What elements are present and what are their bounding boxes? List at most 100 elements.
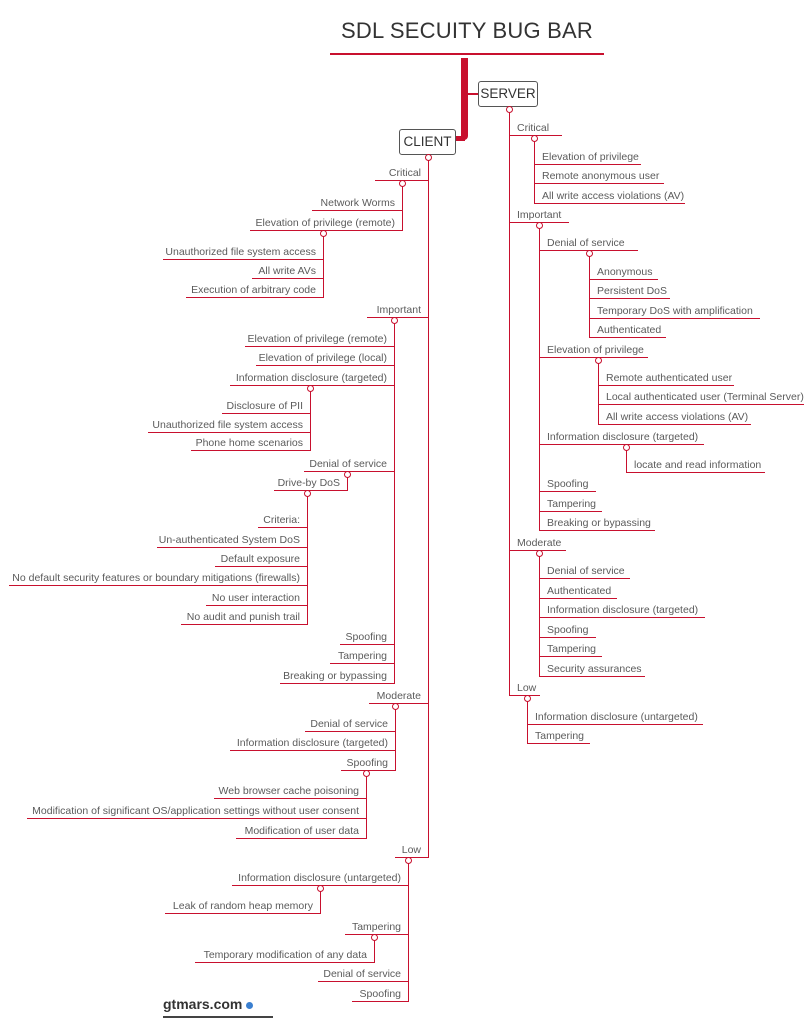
node-web-browser-cache-poisoning[interactable]: Web browser cache poisoning [214,783,366,799]
node-critical[interactable]: Critical [509,120,562,136]
node-low[interactable]: Low [509,680,540,696]
node-tampering[interactable]: Tampering [330,648,394,664]
collapse-toggle-icon[interactable] [390,317,398,324]
node-no-default-security-features-or-boundary-mitigations-firewalls[interactable]: No default security features or boundary… [9,570,307,586]
node-low[interactable]: Low [395,842,428,858]
node-security-assurances[interactable]: Security assurances [539,661,645,677]
collapse-toggle-icon[interactable] [303,490,311,497]
footer-text: gtmars.com [163,996,243,1012]
node-spoofing[interactable]: Spoofing [340,629,394,645]
node-tampering[interactable]: Tampering [539,496,602,512]
node-elevation-of-privilege-remote[interactable]: Elevation of privilege (remote) [250,215,402,231]
node-denial-of-service[interactable]: Denial of service [318,966,408,982]
node-important[interactable]: Important [509,207,569,223]
collapse-toggle-icon[interactable] [622,444,630,451]
node-phone-home-scenarios[interactable]: Phone home scenarios [191,435,310,451]
footer-brand[interactable]: gtmars.com [163,996,254,1012]
client-node[interactable]: CLIENT [399,129,456,155]
collapse-toggle-icon[interactable] [523,695,531,702]
server-node[interactable]: SERVER [478,81,538,107]
client-collapse-toggle-icon[interactable] [424,154,432,161]
node-remote-authenticated-user[interactable]: Remote authenticated user [598,370,734,386]
branch-connector [365,773,367,839]
node-unauthorized-file-system-access[interactable]: Unauthorized file system access [148,417,310,433]
collapse-toggle-icon[interactable] [530,135,538,142]
node-local-authenticated-user-terminal-server[interactable]: Local authenticated user (Terminal Serve… [598,389,804,405]
collapse-toggle-icon[interactable] [319,230,327,237]
branch-connector [306,493,308,625]
node-drive-by-dos[interactable]: Drive-by DoS [274,475,347,491]
node-temporary-modification-of-any-data[interactable]: Temporary modification of any data [195,947,374,963]
node-network-worms[interactable]: Network Worms [312,195,402,211]
node-temporary-dos-with-amplification[interactable]: Temporary DoS with amplification [589,303,760,319]
node-leak-of-random-heap-memory[interactable]: Leak of random heap memory [165,898,320,914]
node-important[interactable]: Important [367,302,428,318]
collapse-toggle-icon[interactable] [594,357,602,364]
node-breaking-or-bypassing[interactable]: Breaking or bypassing [280,668,394,684]
node-denial-of-service[interactable]: Denial of service [539,563,630,579]
node-all-write-avs[interactable]: All write AVs [252,263,323,279]
node-criteria[interactable]: Criteria: [258,512,307,528]
branch-connector [625,447,627,473]
branch-connector [401,183,403,231]
branch-connector [538,225,540,531]
collapse-toggle-icon[interactable] [535,222,543,229]
node-denial-of-service[interactable]: Denial of service [539,235,638,251]
node-all-write-access-violations-av[interactable]: All write access violations (AV) [598,409,751,425]
node-disclosure-of-pii[interactable]: Disclosure of PII [222,398,310,414]
node-denial-of-service[interactable]: Denial of service [304,456,394,472]
branch-connector [346,474,348,491]
node-spoofing[interactable]: Spoofing [539,622,596,638]
node-moderate[interactable]: Moderate [369,688,428,704]
node-tampering[interactable]: Tampering [539,641,602,657]
collapse-toggle-icon[interactable] [306,385,314,392]
root-to-client-connector [455,136,465,141]
collapse-toggle-icon[interactable] [398,180,406,187]
node-locate-and-read-information[interactable]: locate and read information [626,457,765,473]
node-spoofing[interactable]: Spoofing [539,476,596,492]
collapse-toggle-icon[interactable] [585,250,593,257]
node-information-disclosure-targeted[interactable]: Information disclosure (targeted) [539,429,704,445]
collapse-toggle-icon[interactable] [343,471,351,478]
node-default-exposure[interactable]: Default exposure [215,551,307,567]
node-information-disclosure-untargeted[interactable]: Information disclosure (untargeted) [232,870,408,886]
collapse-toggle-icon[interactable] [391,703,399,710]
node-elevation-of-privilege-remote[interactable]: Elevation of privilege (remote) [245,331,394,347]
node-authenticated[interactable]: Authenticated [539,583,617,599]
collapse-toggle-icon[interactable] [370,934,378,941]
node-no-audit-and-punish-trail[interactable]: No audit and punish trail [181,609,307,625]
node-un-authenticated-system-dos[interactable]: Un-authenticated System DoS [157,532,307,548]
node-all-write-access-violations-av[interactable]: All write access violations (AV) [534,188,685,204]
node-information-disclosure-untargeted[interactable]: Information disclosure (untargeted) [527,709,703,725]
node-critical[interactable]: Critical [375,165,428,181]
node-elevation-of-privilege[interactable]: Elevation of privilege [539,342,648,358]
diagram-title: SDL SECUITY BUG BAR [341,18,593,43]
node-moderate[interactable]: Moderate [509,535,566,551]
node-remote-anonymous-user[interactable]: Remote anonymous user [534,168,664,184]
node-persistent-dos[interactable]: Persistent DoS [589,283,670,299]
node-unauthorized-file-system-access[interactable]: Unauthorized file system access [163,244,323,260]
branch-connector [393,320,395,684]
node-information-disclosure-targeted[interactable]: Information disclosure (targeted) [230,370,394,386]
node-no-user-interaction[interactable]: No user interaction [206,590,307,606]
server-collapse-toggle-icon[interactable] [505,106,513,113]
node-modification-of-significant-os-application-settings-without-user-consent[interactable]: Modification of significant OS/applicati… [27,803,366,819]
node-information-disclosure-targeted[interactable]: Information disclosure (targeted) [230,735,395,751]
node-tampering[interactable]: Tampering [345,919,408,935]
node-anonymous[interactable]: Anonymous [589,264,658,280]
collapse-toggle-icon[interactable] [535,550,543,557]
node-modification-of-user-data[interactable]: Modification of user data [236,823,366,839]
node-elevation-of-privilege[interactable]: Elevation of privilege [534,149,641,165]
node-spoofing[interactable]: Spoofing [341,755,395,771]
node-breaking-or-bypassing[interactable]: Breaking or bypassing [539,515,655,531]
node-information-disclosure-targeted[interactable]: Information disclosure (targeted) [539,602,705,618]
node-execution-of-arbitrary-code[interactable]: Execution of arbitrary code [186,282,323,298]
node-spoofing[interactable]: Spoofing [352,986,408,1002]
collapse-toggle-icon[interactable] [316,885,324,892]
collapse-toggle-icon[interactable] [362,770,370,777]
node-authenticated[interactable]: Authenticated [589,322,666,338]
collapse-toggle-icon[interactable] [404,857,412,864]
node-elevation-of-privilege-local[interactable]: Elevation of privilege (local) [256,350,394,366]
node-tampering[interactable]: Tampering [527,728,590,744]
node-denial-of-service[interactable]: Denial of service [305,716,395,732]
